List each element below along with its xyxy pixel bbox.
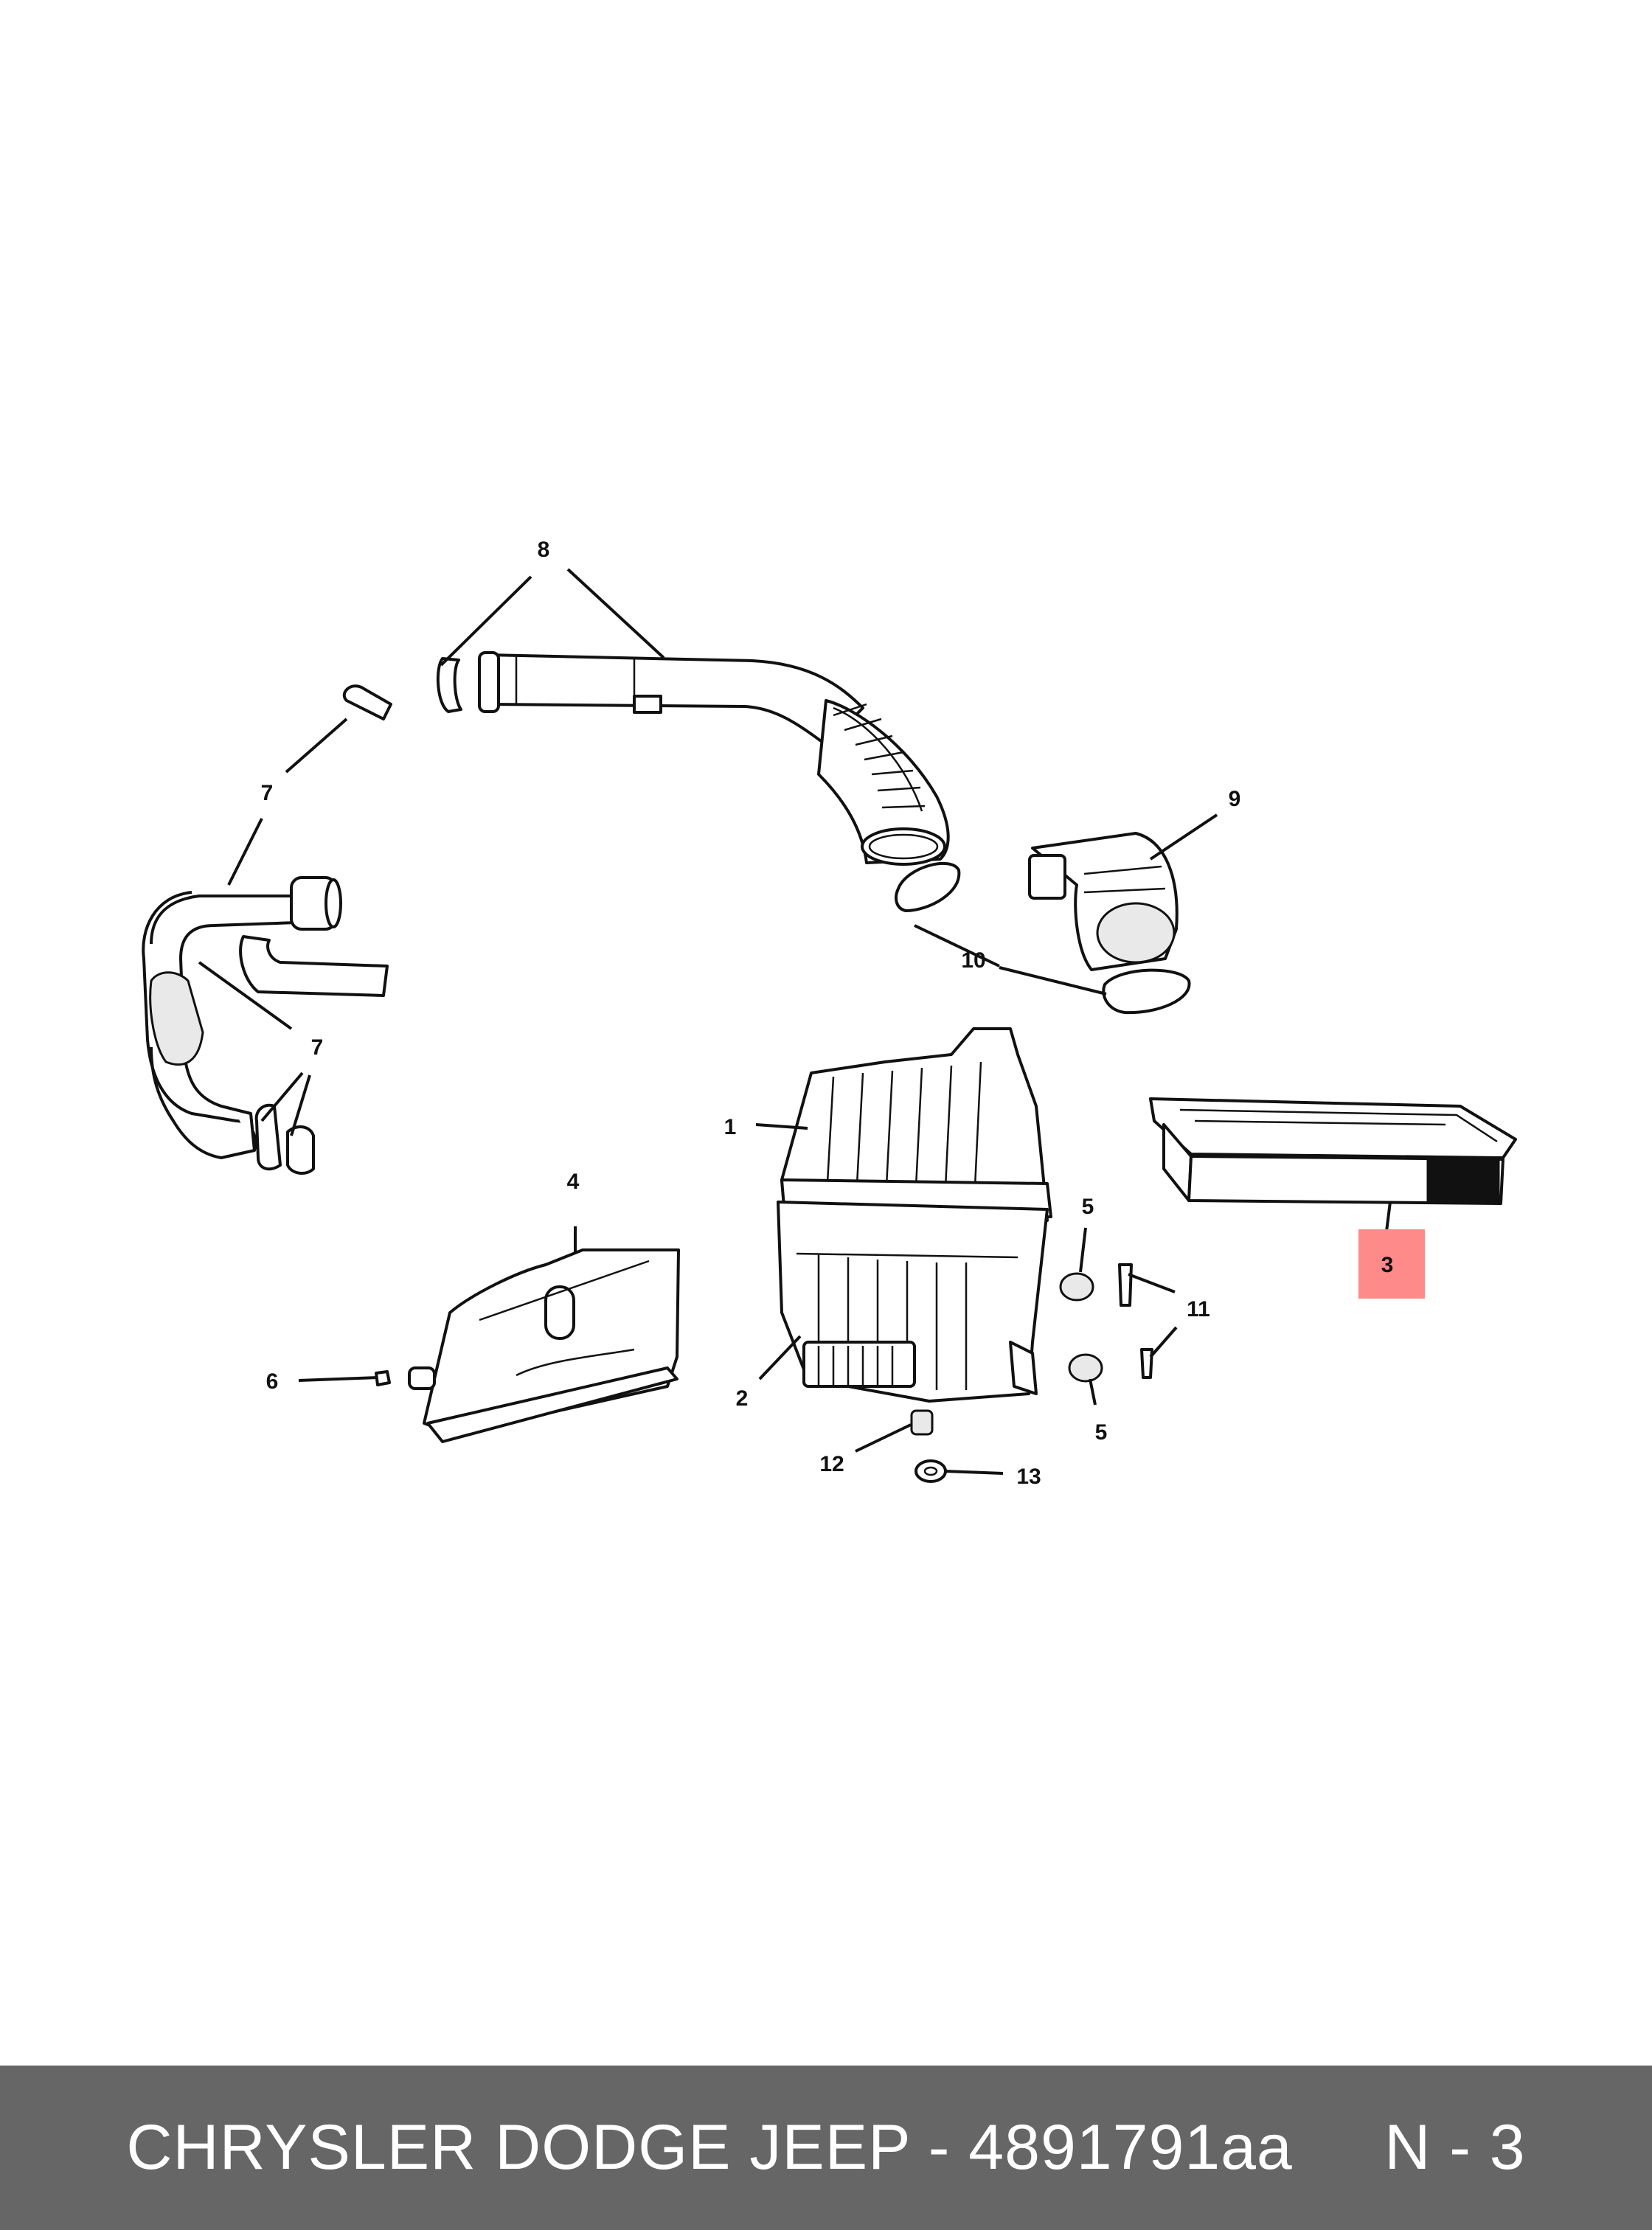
part-4-inlet-duct — [408, 1248, 680, 1443]
callout-4: 4 — [567, 1170, 580, 1194]
callout-3: 3 — [1381, 1253, 1394, 1277]
callout-2: 2 — [736, 1386, 749, 1411]
callout-1: 1 — [724, 1115, 737, 1139]
callout-8: 8 — [538, 538, 550, 562]
part-1-airbox-cover — [780, 1027, 1052, 1233]
callout-11: 11 — [1187, 1297, 1210, 1321]
callout-7b: 7 — [311, 1035, 324, 1060]
callout-12: 12 — [819, 1452, 844, 1476]
footer-bar: CHRYSLER DODGE JEEP - 4891791aa N - 3 — [0, 2066, 1652, 2230]
callout-5a: 5 — [1082, 1195, 1094, 1219]
callout-5b: 5 — [1095, 1420, 1108, 1445]
hardware-fasteners — [375, 1263, 1153, 1483]
callout-13: 13 — [1016, 1465, 1041, 1489]
part-7-hoses — [142, 684, 392, 1175]
part-10-clamps — [895, 862, 1191, 1015]
footer-part-number-text: CHRYSLER DODGE JEEP - 4891791aa N - 3 — [126, 2112, 1526, 2183]
part-8-intake-tube — [436, 651, 950, 866]
callout-9: 9 — [1229, 787, 1241, 811]
part-3-air-filter — [1149, 1097, 1517, 1205]
parts-diagram: 8 7 9 10 7 1 4 5 3 11 6 2 5 12 13 — [142, 538, 1517, 1489]
callout-6: 6 — [266, 1369, 279, 1394]
callout-labels: 8 7 9 10 7 1 4 5 3 11 6 2 5 12 13 — [261, 538, 1394, 1489]
callout-7a: 7 — [261, 781, 274, 805]
part-2-airbox-lower — [777, 1201, 1049, 1403]
callout-10: 10 — [961, 948, 985, 973]
highlight-box-part-3 — [1358, 1229, 1425, 1299]
leader-lines — [198, 568, 1392, 1475]
part-9-maf-sensor — [1028, 832, 1179, 971]
